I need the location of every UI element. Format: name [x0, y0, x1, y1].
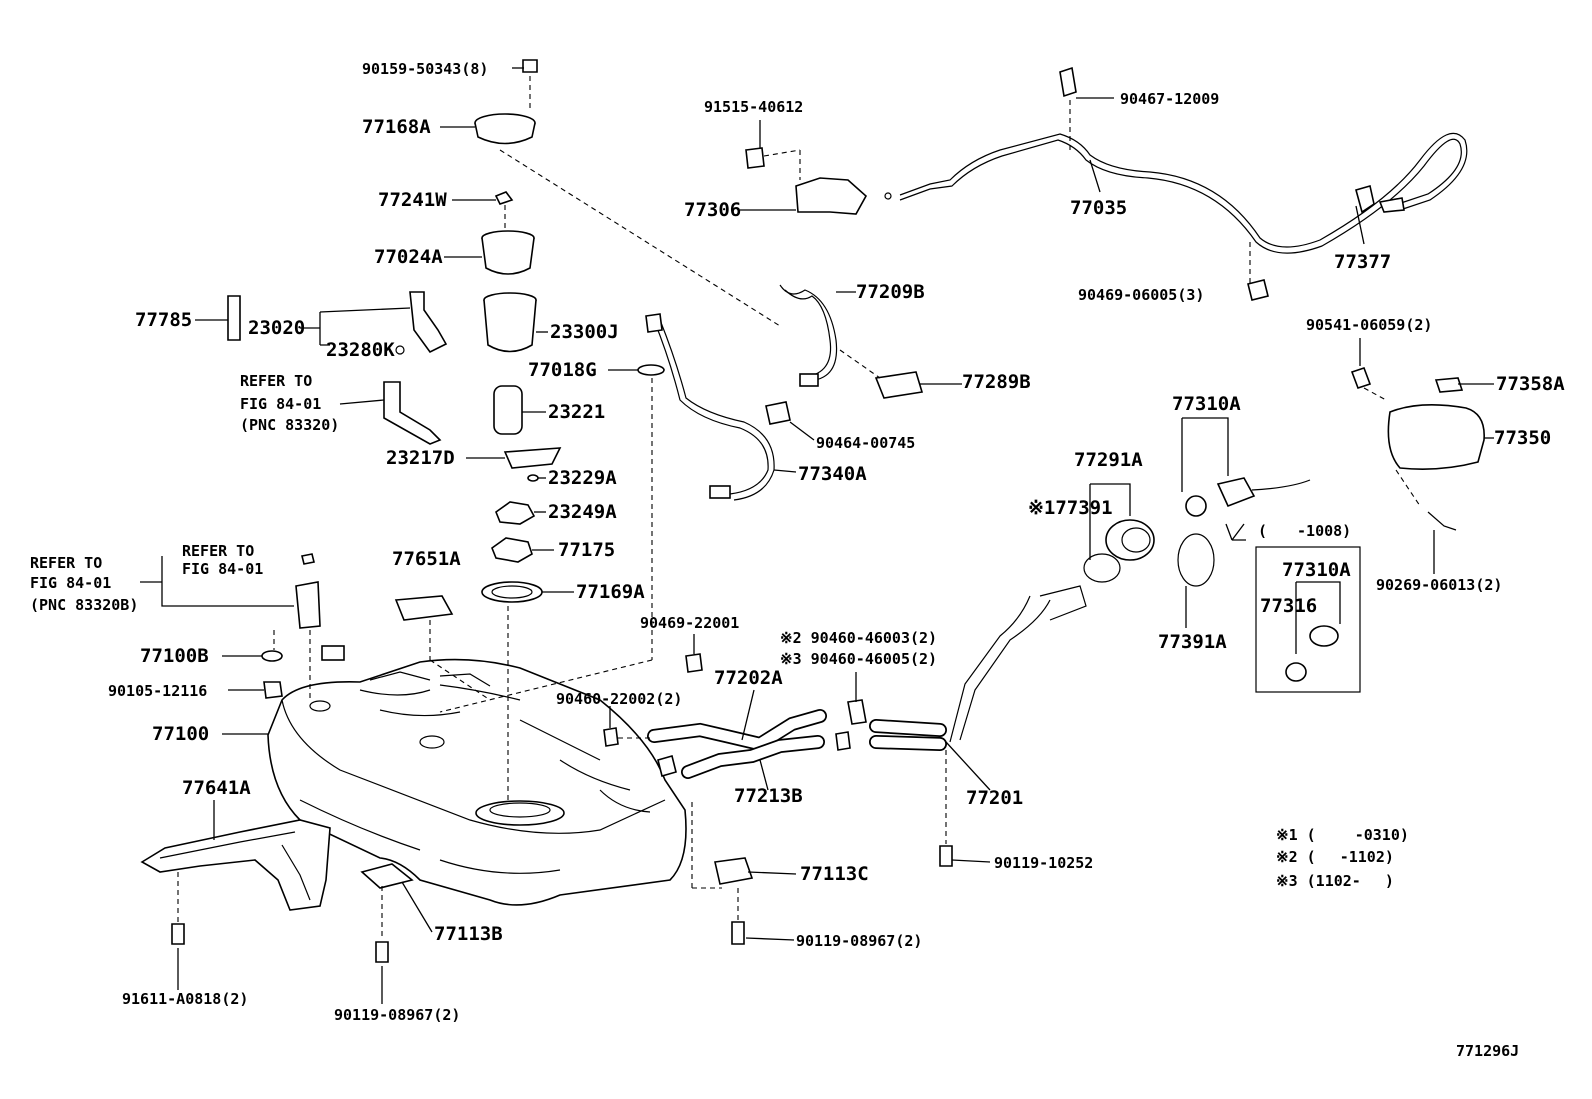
- label-77100: 77100: [152, 723, 209, 745]
- label-77310a-top: 77310A: [1172, 393, 1241, 415]
- note-1: ※1 ( -0310): [1276, 826, 1409, 844]
- label-77785: 77785: [135, 309, 192, 331]
- label-1008-range: ( -1008): [1258, 522, 1351, 540]
- label-90464-00745: 90464-00745: [816, 434, 915, 452]
- label-77113c: 77113C: [800, 863, 869, 885]
- sender-parts: [227, 291, 448, 699]
- label-77175: 77175: [558, 539, 615, 561]
- label-77350: 77350: [1494, 427, 1551, 449]
- label-90105-12116: 90105-12116: [108, 682, 207, 700]
- label-77100b: 77100B: [140, 645, 209, 667]
- label-77358a: 77358A: [1496, 373, 1565, 395]
- cap-box: [1255, 546, 1361, 693]
- label-90119-10252: 90119-10252: [994, 854, 1093, 872]
- fuel-lid: [1350, 366, 1485, 531]
- figure-id: 771296J: [1456, 1042, 1519, 1060]
- label-90460-22002: 90460-22002(2): [556, 690, 682, 708]
- label-23020: 23020: [248, 317, 305, 339]
- label-77651a: 77651A: [392, 548, 461, 570]
- hoses: [603, 653, 947, 779]
- label-90469-06005: 90469-06005(3): [1078, 286, 1204, 304]
- label-77340a: 77340A: [798, 463, 867, 485]
- insulator-77651a: [394, 595, 454, 621]
- label-90541-06059: 90541-06059(2): [1306, 316, 1432, 334]
- lock-assembly: [745, 147, 868, 215]
- pump-assembly-parts: [474, 59, 665, 603]
- label-90469-22001: 90469-22001: [640, 614, 739, 632]
- opener-cable: [884, 66, 1468, 301]
- label-77209b: 77209B: [856, 281, 925, 303]
- label-91611-a0818: 91611-A0818(2): [122, 990, 248, 1008]
- refer-1-line2: FIG 84-01: [240, 395, 321, 413]
- label-77201: 77201: [966, 787, 1023, 809]
- label-77202a: 77202A: [714, 667, 783, 689]
- label-77018g: 77018G: [528, 359, 597, 381]
- label-77391a: 77391A: [1158, 631, 1227, 653]
- harness-parts: [645, 284, 924, 501]
- label-23300j: 23300J: [550, 321, 619, 343]
- labels: 90159-50343(8) 77168A 77241W 77024A 7778…: [30, 60, 1565, 1060]
- fuel-tank: [267, 658, 687, 906]
- label-77213b: 77213B: [734, 785, 803, 807]
- label-77035: 77035: [1070, 197, 1127, 219]
- label-77310a-box: 77310A: [1282, 559, 1351, 581]
- label-23249a: 23249A: [548, 501, 617, 523]
- refer-3-line1: REFER TO: [182, 542, 254, 560]
- label-23221: 23221: [548, 401, 605, 423]
- refer-2-line2: FIG 84-01: [30, 574, 111, 592]
- label-77641a: 77641A: [182, 777, 251, 799]
- label-90467-12009: 90467-12009: [1120, 90, 1219, 108]
- label-23229a: 23229A: [548, 467, 617, 489]
- filler-neck: [949, 477, 1311, 743]
- label-90460-46003: ※2 90460-46003(2): [780, 629, 937, 647]
- label-77291a: 77291A: [1074, 449, 1143, 471]
- label-77169a: 77169A: [576, 581, 645, 603]
- refer-2-line3: (PNC 83320B): [30, 596, 138, 614]
- refer-1-line3: (PNC 83320): [240, 416, 339, 434]
- label-90119-08967-right: 90119-08967(2): [796, 932, 922, 950]
- bolts: [171, 845, 953, 963]
- label-177391: ※177391: [1028, 497, 1113, 519]
- cap-parts: [1285, 625, 1339, 682]
- leader-lines: [140, 67, 1494, 1004]
- refer-1-line1: REFER TO: [240, 372, 312, 390]
- label-90269-06013: 90269-06013(2): [1376, 576, 1502, 594]
- label-91515-40612: 91515-40612: [704, 98, 803, 116]
- label-77113b: 77113B: [434, 923, 503, 945]
- label-77024a: 77024A: [374, 246, 443, 268]
- label-77316: 77316: [1260, 595, 1317, 617]
- note-2: ※2 ( -1102): [1276, 848, 1394, 866]
- label-90159-50343: 90159-50343(8): [362, 60, 488, 78]
- label-77306: 77306: [684, 199, 741, 221]
- refer-2-line1: REFER TO: [30, 554, 102, 572]
- label-77241w: 77241W: [378, 189, 447, 211]
- bracket-77113b: [360, 863, 414, 889]
- label-23280k: 23280K: [326, 339, 395, 361]
- label-90119-08967-left: 90119-08967(2): [334, 1006, 460, 1024]
- label-77168a: 77168A: [362, 116, 431, 138]
- refer-3-line2: FIG 84-01: [182, 560, 263, 578]
- note-3: ※3 (1102- ): [1276, 872, 1394, 890]
- label-77377: 77377: [1334, 251, 1391, 273]
- tank-shield: [140, 819, 331, 911]
- label-90460-46005: ※3 90460-46005(2): [780, 650, 937, 668]
- label-77289b: 77289B: [962, 371, 1031, 393]
- bracket-77113c: [714, 857, 754, 885]
- label-23217d: 23217D: [386, 447, 455, 469]
